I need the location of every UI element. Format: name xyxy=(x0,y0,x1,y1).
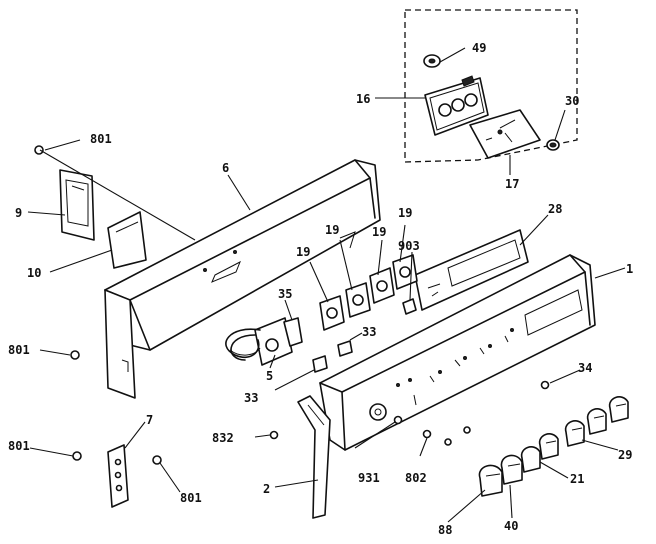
part-21-knob xyxy=(538,433,559,460)
callout-33-b: 33 xyxy=(244,391,258,405)
part-34-screw xyxy=(540,380,550,390)
part-17-clock-faceplate xyxy=(469,109,541,159)
callout-9: 9 xyxy=(15,206,22,220)
callout-7: 7 xyxy=(146,413,153,427)
part-49-knob xyxy=(423,54,441,68)
part-10-bracket xyxy=(107,211,147,269)
callout-6: 6 xyxy=(222,161,229,175)
callout-19-d: 19 xyxy=(398,206,412,220)
part-5-wire-harness xyxy=(225,328,261,361)
part-29-knob-a xyxy=(586,408,607,435)
callout-49: 49 xyxy=(472,41,486,55)
part-33-clip-a xyxy=(337,340,353,357)
part-29-knob-c xyxy=(564,420,585,447)
callout-19-a: 19 xyxy=(296,245,310,259)
part-40-knob xyxy=(500,454,523,485)
callout-88: 88 xyxy=(438,523,452,537)
part-832-screw xyxy=(269,430,279,440)
callout-802: 802 xyxy=(405,471,427,485)
part-931-screw xyxy=(393,415,403,425)
panel-screws xyxy=(444,426,471,446)
callout-19-b: 19 xyxy=(325,223,339,237)
callout-labels: 801 9 10 6 49 16 30 17 28 19 19 19 19 90… xyxy=(8,41,633,537)
part-802-screw xyxy=(422,429,432,439)
part-19-switch-b xyxy=(345,282,371,318)
callout-801-bottom: 801 xyxy=(180,491,202,505)
clock-assembly-box xyxy=(404,9,578,163)
callout-33-a: 33 xyxy=(362,325,376,339)
part-88-knob xyxy=(478,464,503,497)
part-903-switch xyxy=(402,298,417,315)
callout-34: 34 xyxy=(578,361,592,375)
backguard-side-panel xyxy=(104,289,136,399)
part-2-side-trim xyxy=(297,395,331,519)
leader-lines xyxy=(27,47,626,523)
callout-21: 21 xyxy=(570,472,584,486)
part-801-screw-left xyxy=(70,350,80,360)
part-801-screw-top xyxy=(34,145,44,155)
callout-28: 28 xyxy=(548,202,562,216)
callout-832: 832 xyxy=(212,431,234,445)
callout-35: 35 xyxy=(278,287,292,301)
callout-40: 40 xyxy=(504,519,518,533)
callout-29: 29 xyxy=(618,448,632,462)
part-19-switch-d xyxy=(392,254,418,290)
part-30-knob xyxy=(546,139,560,151)
part-21-knob-b xyxy=(520,446,541,473)
part-19-switch-c xyxy=(369,267,395,304)
callout-801-left: 801 xyxy=(8,343,30,357)
callout-19-c: 19 xyxy=(372,225,386,239)
part-801-screw-bottom-b xyxy=(152,455,162,465)
alignment-line xyxy=(39,149,196,241)
part-35-infinite-switch xyxy=(254,317,303,366)
callout-5: 5 xyxy=(266,369,273,383)
part-28-overlay xyxy=(414,229,529,311)
part-7-bracket xyxy=(107,444,129,508)
part-16-clock-module xyxy=(424,75,489,136)
part-19-switch-a xyxy=(319,295,345,331)
callout-30: 30 xyxy=(565,94,579,108)
callout-903: 903 xyxy=(398,239,420,253)
part-801-screw-bottom-a xyxy=(72,451,82,461)
callout-16: 16 xyxy=(356,92,370,106)
callout-801-top: 801 xyxy=(90,132,112,146)
callout-2: 2 xyxy=(263,482,270,496)
part-1-control-panel xyxy=(319,254,596,451)
part-9-bracket xyxy=(59,169,95,241)
callout-931: 931 xyxy=(358,471,380,485)
callout-10: 10 xyxy=(27,266,41,280)
callout-1: 1 xyxy=(626,262,633,276)
part-33-clip-b xyxy=(312,355,328,373)
part-29-knob-b xyxy=(608,396,629,423)
callout-17: 17 xyxy=(505,177,519,191)
callout-801-bottom-left: 801 xyxy=(8,439,30,453)
